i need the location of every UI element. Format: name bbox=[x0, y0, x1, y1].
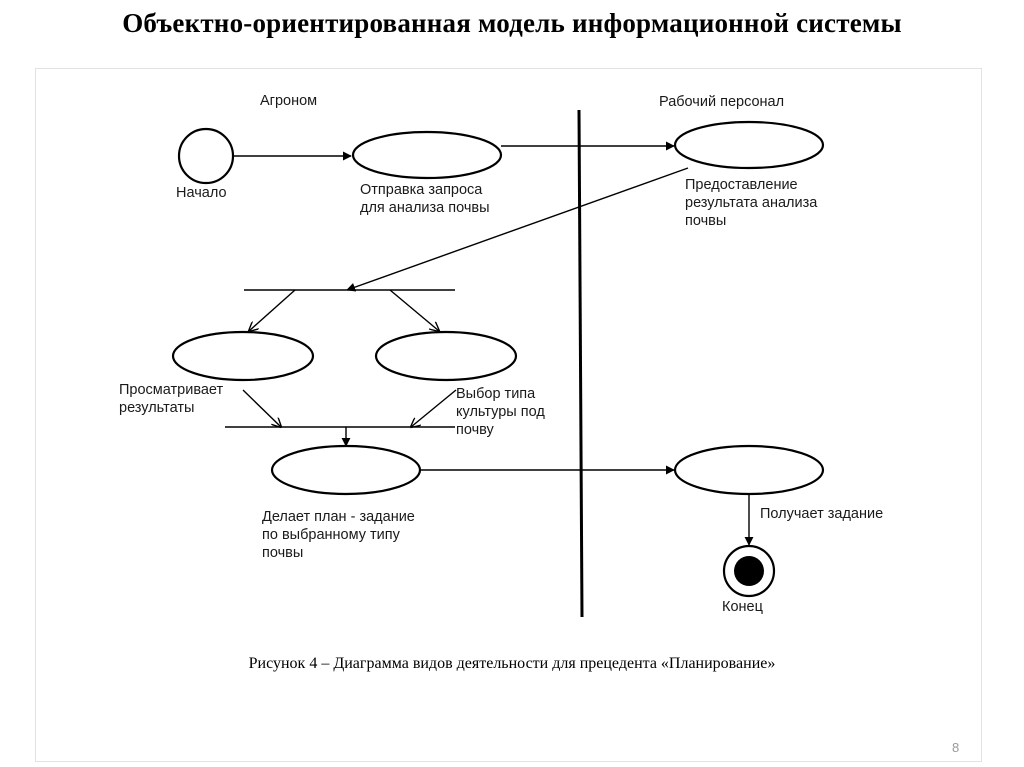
send-request-label: Отправка запроса для анализа почвы bbox=[360, 182, 490, 216]
figure-caption: Рисунок 4 – Диаграмма видов деятельности… bbox=[248, 655, 776, 672]
start-node bbox=[177, 127, 235, 185]
provide-results-label: Предоставление результата анализа почвы bbox=[685, 177, 818, 229]
make-plan-label: Делает план - задание по выбранному типу… bbox=[262, 509, 415, 561]
end-node-inner bbox=[734, 556, 764, 586]
receive-task-label: Получает задание bbox=[760, 506, 884, 522]
content-frame bbox=[35, 68, 982, 762]
end-node-label: Конец bbox=[722, 599, 763, 615]
activity-provide-results bbox=[673, 120, 825, 170]
transition-view-to-join bbox=[242, 389, 281, 427]
activity-send-request bbox=[351, 130, 503, 180]
activity-view-results bbox=[171, 330, 315, 382]
page-number: 8 bbox=[952, 740, 960, 755]
view-results-label: Просматривает результаты bbox=[119, 382, 224, 416]
swimlane-label-left: Агроном bbox=[260, 93, 318, 109]
choose-crop-label: Выбор типа культуры под почву bbox=[456, 386, 545, 438]
activity-receive-task bbox=[673, 444, 825, 496]
transition-results-to-fork bbox=[346, 167, 689, 292]
transition-fork-to-choose bbox=[389, 289, 439, 331]
activity-make-plan bbox=[270, 444, 422, 496]
slide-title: Объектно-ориентированная модель информац… bbox=[122, 8, 902, 38]
transition-choose-to-join bbox=[411, 389, 457, 427]
transition-fork-to-view bbox=[249, 289, 296, 331]
start-node-label: Начало bbox=[176, 185, 227, 201]
swimlane-divider bbox=[577, 109, 584, 618]
swimlane-label-right: Рабочий персонал bbox=[659, 94, 785, 110]
activity-choose-crop bbox=[374, 330, 518, 382]
